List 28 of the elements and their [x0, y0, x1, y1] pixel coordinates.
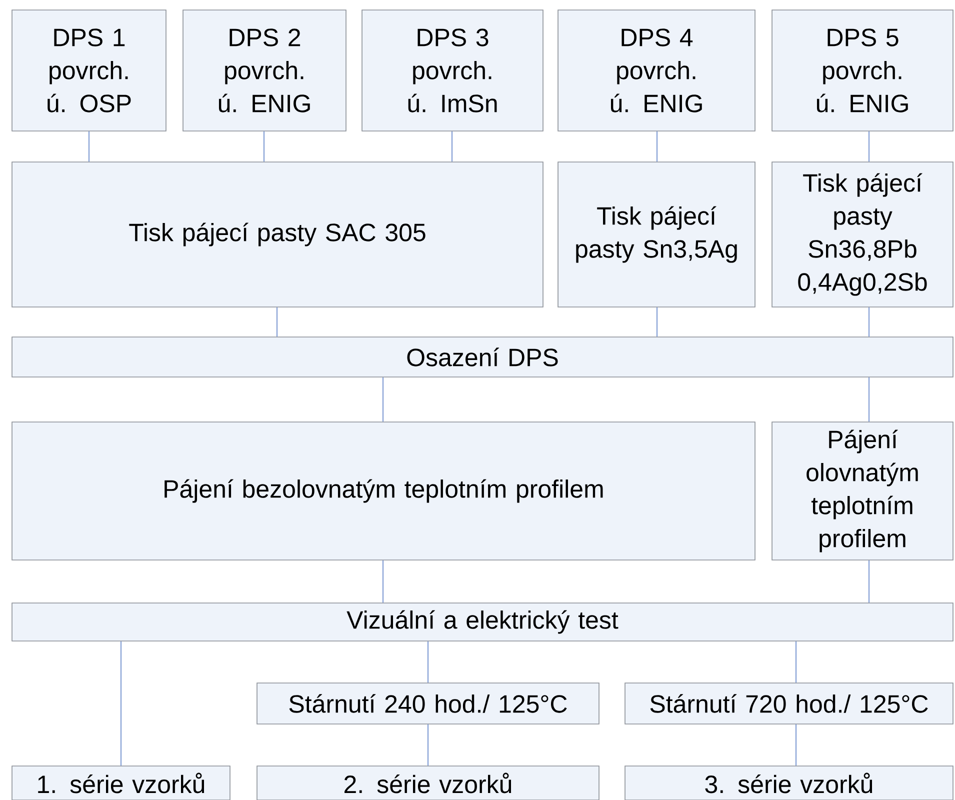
process-box: 3. série vzorků: [624, 766, 954, 800]
connector-line: [868, 377, 870, 422]
process-box: Pájení bezolovnatým teplotním profilem: [12, 422, 756, 560]
process-box: Vizuální a elektrický test: [12, 602, 954, 642]
process-box: Pájení olovnatým teplotním profilem: [772, 422, 954, 560]
connector-line: [382, 560, 384, 603]
process-box: Tisk pájecí pasty Sn3,5Ag: [558, 162, 756, 308]
connector-line: [868, 307, 870, 337]
process-box: 1. série vzorků: [12, 766, 230, 800]
process-box: Stárnutí 240 hod./ 125°C: [256, 682, 600, 724]
connector-line: [382, 377, 384, 422]
process-box: DPS 1 povrch. ú. OSP: [12, 10, 166, 132]
connector-line: [656, 307, 658, 337]
process-box: DPS 3 povrch. ú. ImSn: [362, 10, 544, 132]
process-box: Osazení DPS: [12, 336, 954, 378]
connector-line: [868, 560, 870, 603]
connector-line: [120, 641, 122, 766]
connector-line: [276, 307, 278, 337]
process-box: DPS 2 povrch. ú. ENIG: [182, 10, 346, 132]
process-box: Tisk pájecí pasty Sn36,8Pb 0,4Ag0,2Sb: [772, 162, 954, 308]
connector-line: [656, 131, 658, 162]
connector-line: [868, 131, 870, 162]
process-box: DPS 4 povrch. ú. ENIG: [558, 10, 756, 132]
process-box: 2. série vzorků: [256, 766, 600, 800]
process-box: Tisk pájecí pasty SAC 305: [12, 162, 544, 308]
process-box: Stárnutí 720 hod./ 125°C: [624, 682, 954, 724]
connector-line: [88, 131, 90, 162]
process-box: DPS 5 povrch. ú. ENIG: [772, 10, 954, 132]
